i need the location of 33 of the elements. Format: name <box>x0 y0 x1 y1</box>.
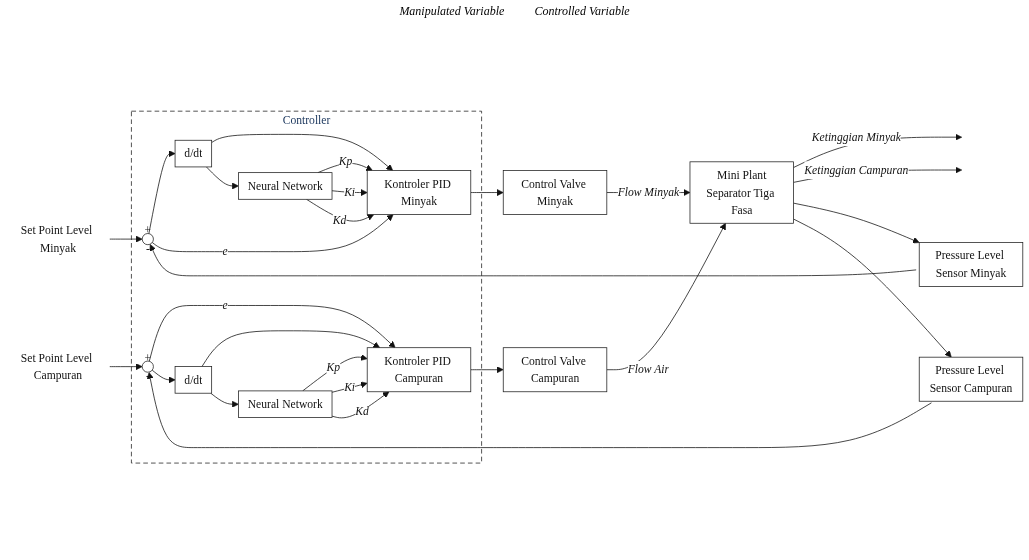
edge-label: e <box>222 245 228 258</box>
node-box: Kontroler PID Campuran <box>366 347 472 393</box>
node-box: d/dt <box>174 139 213 168</box>
note-text: Controlled Variable <box>534 3 630 19</box>
edge-label: Flow Minyak <box>617 186 680 199</box>
node-label: - <box>145 368 150 382</box>
node-box: Pressure Level Sensor Campuran <box>918 356 1024 402</box>
node-box: Neural Network <box>238 172 333 200</box>
edge-label: Kp <box>326 360 341 374</box>
node-box: Kontroler PID Minyak <box>366 170 472 215</box>
node-box: d/dt <box>174 366 213 394</box>
node-text: Set Point Level Minyak <box>20 223 93 254</box>
node-label: + <box>144 351 152 364</box>
edge-label: Flow Air <box>627 363 670 376</box>
note-text: Manipulated Variable <box>399 3 505 19</box>
node-box: Control Valve Minyak <box>502 170 608 215</box>
node-label: - <box>145 241 150 254</box>
node-circle <box>141 360 154 373</box>
edge-label: e <box>222 298 228 312</box>
node-box: Control Valve Campuran <box>502 347 608 393</box>
node-text: Set Point Level Campuran <box>20 351 93 382</box>
edge-label: Ketinggian Campuran <box>804 163 909 176</box>
node-circle <box>141 233 154 245</box>
edge-label: Kd <box>355 405 369 418</box>
edge-label: Ki <box>344 381 356 394</box>
edge-label: Ki <box>344 186 356 199</box>
node-label: + <box>144 223 152 237</box>
edge-label: Kp <box>338 154 353 168</box>
edge-label: Ketinggian Minyak <box>811 130 901 144</box>
node-box: Pressure Level Sensor Minyak <box>918 241 1024 287</box>
node-box: Neural Network <box>238 390 333 418</box>
edge-label: Kd <box>332 213 347 226</box>
node-box: Mini Plant Separator Tiga Fasa <box>689 161 794 224</box>
